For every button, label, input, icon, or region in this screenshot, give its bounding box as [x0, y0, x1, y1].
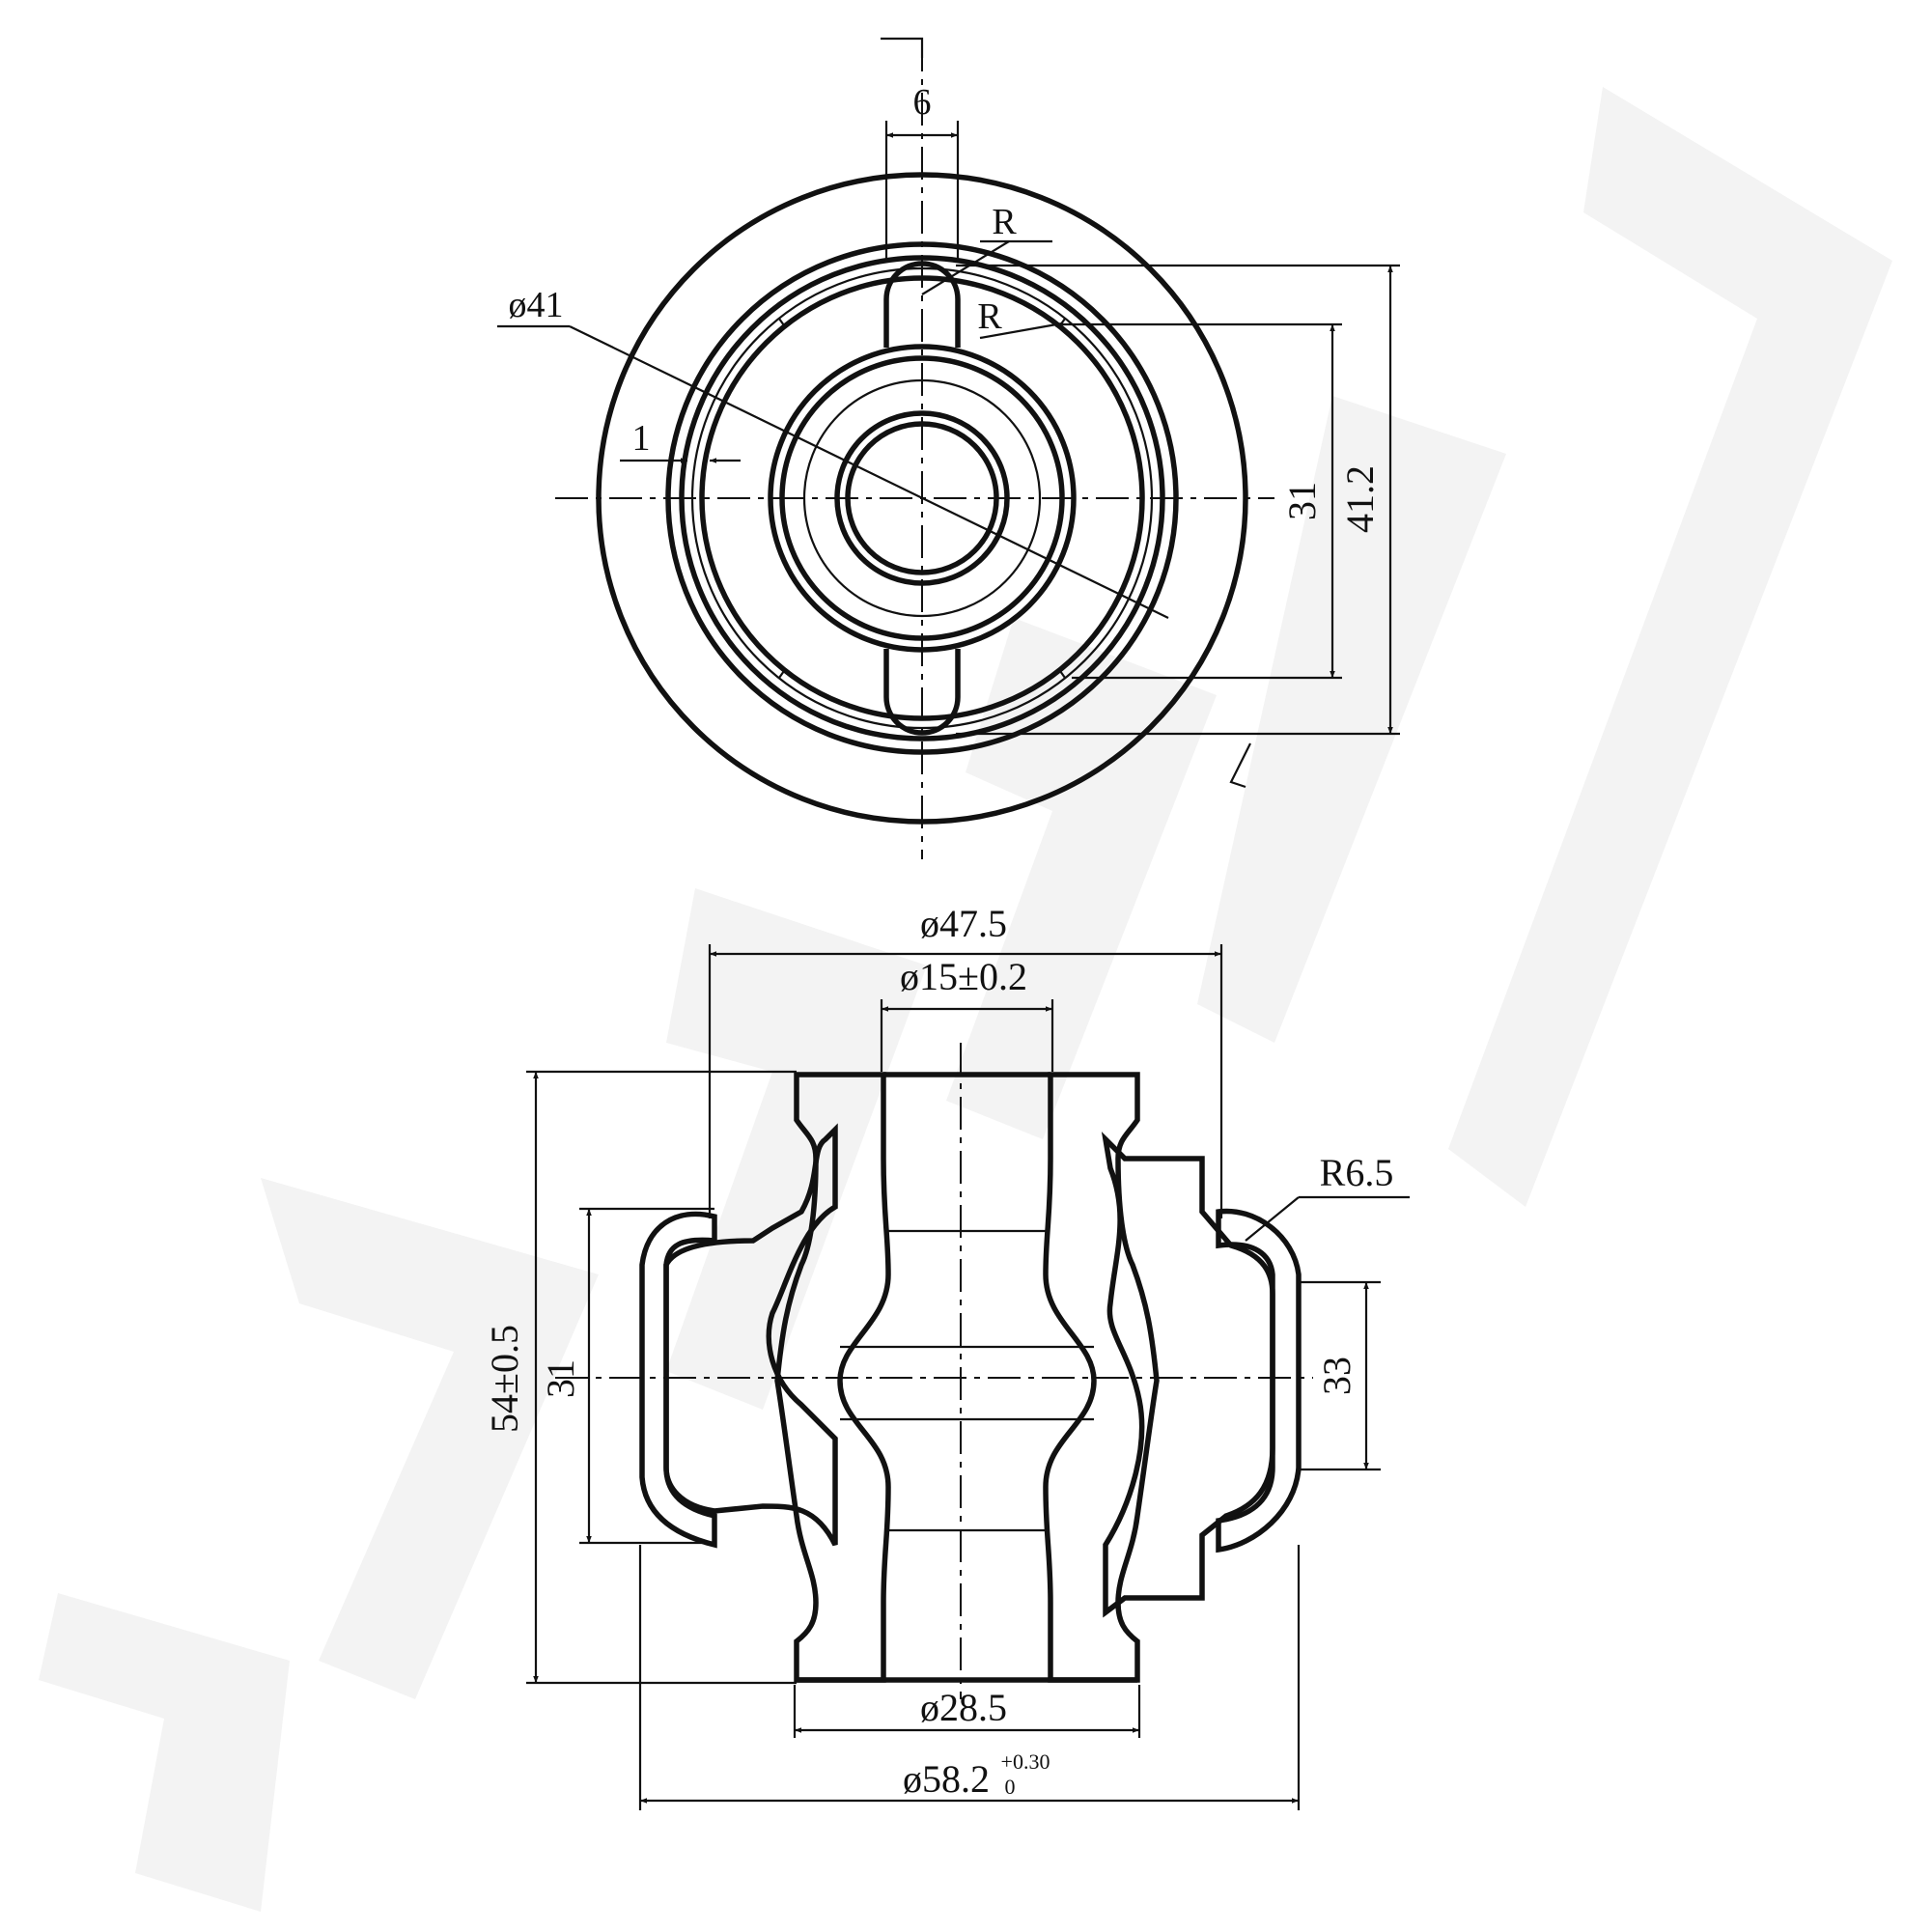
outer-tol-upper-label: +0.30	[1001, 1749, 1050, 1774]
right-height-label: 33	[1315, 1357, 1358, 1395]
outer-top-diameter-label: ø47.5	[920, 902, 1007, 945]
section-mark-bottom	[1229, 742, 1251, 789]
left-outer-boot	[639, 1211, 717, 1549]
total-height-label: 54±0.5	[483, 1325, 526, 1433]
top-view: 6 R R ø41 1 31 41.2	[497, 37, 1400, 859]
hub-outer-circle	[768, 344, 1077, 653]
left-height-label: 31	[539, 1359, 582, 1398]
slot-width-label: 6	[913, 82, 932, 123]
height-41-2-label: 41.2	[1338, 465, 1382, 533]
inner-sleeve-right	[1043, 1072, 1160, 1683]
section-mark-top	[881, 37, 924, 58]
outer-diameter-label: ø58.2	[903, 1757, 990, 1801]
right-outer-boot	[1216, 1208, 1302, 1553]
bore-circle	[834, 410, 1010, 586]
rubber-body-left	[663, 1123, 838, 1547]
height-31-label: 31	[1280, 482, 1324, 520]
rubber-body-right	[1101, 1131, 1275, 1618]
bottom-slot	[883, 649, 961, 736]
radius-inner-label: R	[977, 296, 1002, 337]
diameter-41-label: ø41	[509, 285, 564, 325]
watermark-logo	[39, 87, 1892, 1912]
outer-flange-circle	[596, 172, 1248, 825]
section-view: ø47.5 ø15±0.2 54±0.5 31 R6.5 33 ø28.5	[483, 902, 1410, 1810]
top-slot	[883, 261, 961, 348]
inner-sleeve-left	[774, 1072, 891, 1683]
radius-top-label: R	[992, 202, 1017, 242]
bore-diameter-label: ø15±0.2	[900, 955, 1027, 998]
bottom-flange-diameter-label: ø28.5	[920, 1686, 1007, 1729]
radius-6-5-label: R6.5	[1320, 1151, 1394, 1194]
outer-tol-lower-label: 0	[1005, 1775, 1016, 1799]
wall-label: 1	[632, 418, 651, 459]
